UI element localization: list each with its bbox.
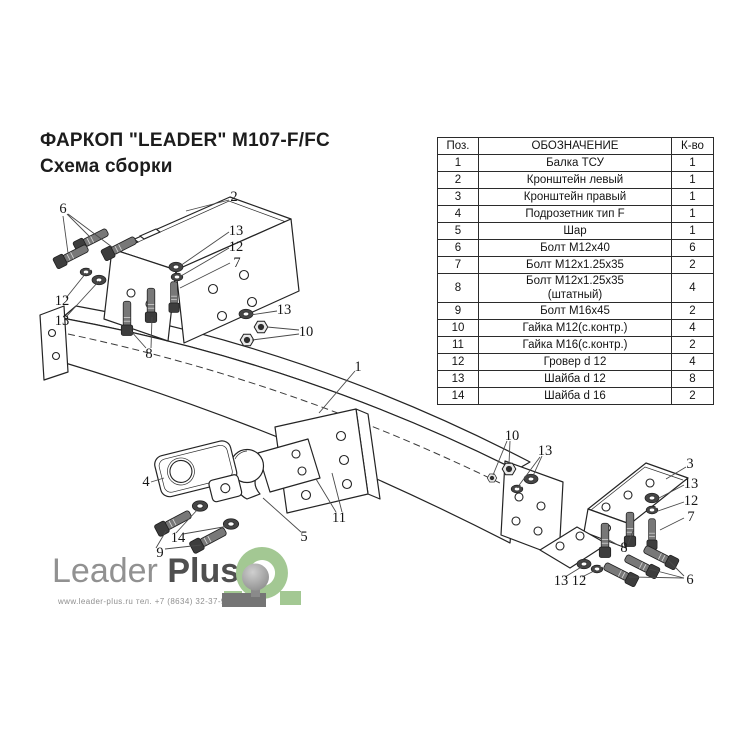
logo-leader: Leader [52, 552, 158, 590]
table-cell: Гайка М12(с.контр.) [478, 319, 672, 337]
callout-label-1: 1 [354, 359, 361, 375]
callout-label-12: 12 [229, 239, 244, 255]
col-header-qty: К-во [671, 137, 714, 155]
callout-label-4: 4 [142, 474, 150, 490]
callout-label-13: 13 [229, 223, 244, 239]
title-line2: Схема сборки [40, 156, 173, 177]
table-cell: 10 [437, 319, 479, 337]
logo-ball [242, 563, 269, 591]
socket-plate [154, 440, 243, 503]
table-cell: Шайба d 16 [478, 387, 672, 405]
callout-label-6: 6 [686, 572, 693, 588]
callout-label-13: 13 [55, 313, 70, 329]
beam-left-end-plate [39, 305, 69, 381]
callout-label-12: 12 [55, 293, 70, 309]
callout-label-13: 13 [538, 443, 553, 459]
callout-label-13: 13 [554, 573, 569, 589]
towball-logo-icon [222, 547, 301, 607]
callout-label-7: 7 [233, 255, 240, 271]
logo-tagline: www.leader-plus.ru тел. +7 (8634) 32-37-… [58, 597, 231, 606]
callout-label-14: 14 [171, 530, 186, 546]
callout-label-3: 3 [686, 456, 693, 472]
logo-wordmark: Leader Plus [52, 552, 239, 590]
leader-lines [62, 199, 687, 579]
table-cell: 14 [437, 387, 479, 405]
tow-ball [229, 438, 321, 500]
callout-label-9: 9 [156, 545, 163, 561]
table-cell: 2 [671, 387, 714, 405]
table-cell: Кронштейн правый [478, 188, 672, 206]
table-cell: 12 [437, 353, 479, 371]
table-cell: Болт М12х1.25х35 (штатный) [478, 273, 672, 303]
callout-label-11: 11 [332, 510, 346, 526]
callout-label-10: 10 [505, 428, 520, 444]
right-bracket [539, 462, 689, 569]
callout-label-2: 2 [230, 189, 237, 205]
col-header-pos: Поз. [437, 137, 479, 155]
callout-label-8: 8 [620, 540, 627, 556]
callout-label-8: 8 [145, 346, 152, 362]
table-cell: 4 [671, 319, 714, 337]
callout-label-12: 12 [684, 493, 699, 509]
table-cell: Болт М12х40 [478, 239, 672, 257]
left-bracket [103, 196, 300, 344]
callout-label-6: 6 [59, 201, 66, 217]
logo-plus: Plus [167, 552, 240, 590]
callout-label-13: 13 [277, 302, 292, 318]
callout-label-7: 7 [687, 509, 694, 525]
callout-label-13: 13 [684, 476, 699, 492]
page-title: ФАРКОП "LEADER" M107-F/FC Схема сборки [40, 128, 330, 180]
table-cell: 8 [671, 370, 714, 388]
title-line1: ФАРКОП "LEADER" M107-F/FC [40, 130, 330, 151]
callout-label-12: 12 [572, 573, 587, 589]
callout-label-5: 5 [300, 529, 307, 545]
callout-label-10: 10 [299, 324, 314, 340]
